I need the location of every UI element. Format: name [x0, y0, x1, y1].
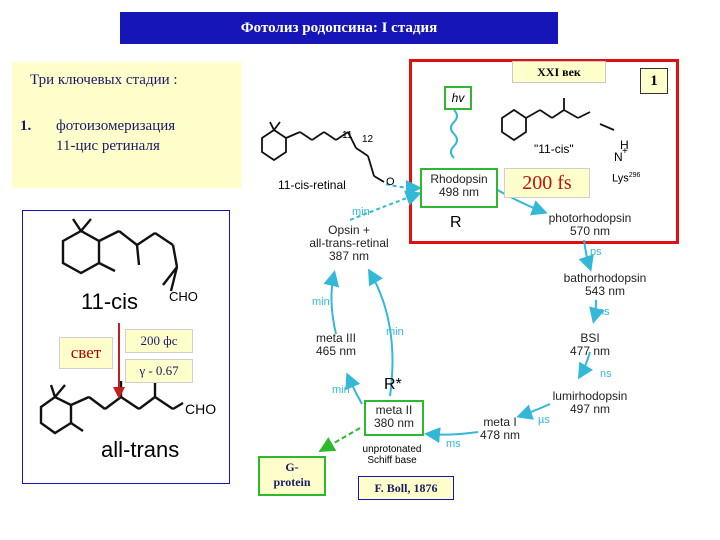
rhodopsin-name: Rhodopsin	[430, 172, 488, 186]
retinal-structure	[261, 121, 385, 183]
stages-heading: Три ключевых стадии :	[30, 72, 178, 88]
meta3-name: meta III	[315, 331, 356, 345]
timescale-min4: min	[332, 384, 350, 396]
opsin-wavelength: 387 nm	[328, 249, 370, 263]
g-protein-line1: G-	[285, 460, 299, 474]
timescale-min2: min	[312, 296, 330, 308]
stages-note: Три ключевых стадии : 1. фотоизомеризаци…	[12, 62, 242, 188]
isomerization-structures	[39, 218, 184, 435]
bsi-wavelength: 477 nm	[569, 344, 611, 358]
state-rstar-label: R*	[384, 376, 402, 393]
lysine-number: 296	[628, 172, 641, 179]
hydrogen-label: H	[620, 138, 629, 152]
century-badge: XXI век	[512, 61, 606, 83]
timescale-min1: min	[352, 206, 370, 218]
isomerization-panel: 11-cis CHO свет 200 фс γ - 0.67 CHO all-…	[22, 210, 230, 484]
lysine-label: Lys296	[612, 172, 640, 185]
modern-research-frame	[409, 59, 679, 244]
retinal-label: 11-cis-retinal	[278, 178, 346, 192]
state-r-label: R	[450, 214, 462, 231]
retinal-carbon-12: 12	[362, 134, 374, 145]
meta2-name: meta II	[375, 403, 413, 417]
schiff-line1: unprotonated	[362, 444, 422, 455]
photorhodopsin-name: photorhodopsin	[548, 211, 632, 225]
protonated-retinal-label: "11-cis"	[534, 142, 574, 156]
timescale-ns2: ns	[600, 368, 612, 380]
g-protein-box: G- protein	[258, 456, 326, 496]
stages-item-line2: 11-цис ретиналя	[56, 138, 160, 154]
label-alltrans: all-trans	[101, 437, 180, 462]
bathorhodopsin-wavelength: 543 nm	[584, 284, 626, 298]
light-quantum-box: hv	[444, 86, 472, 110]
stages-item-line1: фотоизомеризация	[56, 118, 176, 134]
time-label: 200 фс	[125, 329, 193, 353]
g-protein-line2: protein	[273, 475, 311, 489]
meta1-name: meta I	[483, 415, 517, 429]
opsin-line1: Opsin +	[328, 223, 370, 237]
lumirhodopsin-name: lumirhodopsin	[552, 389, 628, 403]
charge-plus-label: +	[622, 146, 628, 157]
timescale-min3: min	[386, 326, 404, 338]
retinal-carbon-11: 11	[342, 130, 353, 141]
opsin-line2: all-trans-retinal	[309, 236, 389, 250]
light-wave-icon	[450, 109, 458, 159]
timescale-ms: ms	[446, 438, 461, 450]
reaction-arrowhead	[113, 387, 125, 399]
rhodopsin-box: Rhodopsin 498 nm	[420, 168, 498, 208]
protonated-retinal-structure	[501, 98, 615, 142]
citation-box: F. Boll, 1876	[358, 476, 454, 500]
nitrogen-label: N	[614, 150, 623, 164]
meta2-wavelength: 380 nm	[373, 416, 415, 430]
lysine-name: Lys	[612, 172, 629, 185]
schiff-line2: Schiff base	[367, 455, 417, 466]
photocycle-arrows	[261, 98, 615, 453]
label-cho-top: CHO	[169, 289, 198, 304]
stages-item-number: 1.	[20, 118, 32, 134]
light-label: свет	[59, 337, 113, 369]
label-11cis: 11-cis	[81, 289, 139, 314]
label-cho-bottom: CHO	[185, 401, 217, 417]
timescale-ps: ps	[590, 246, 602, 258]
quantum-yield-label: γ - 0.67	[125, 359, 193, 383]
bsi-name: BSI	[580, 331, 600, 345]
timescale-us: µs	[538, 414, 550, 426]
photorhodopsin-wavelength: 570 nm	[569, 224, 611, 238]
meta1-wavelength: 478 nm	[479, 428, 521, 442]
lumirhodopsin-wavelength: 497 nm	[569, 402, 611, 416]
page-number: 1	[640, 68, 668, 94]
timescale-ns1: ns	[598, 306, 610, 318]
meta3-wavelength: 465 nm	[315, 344, 357, 358]
meta2-box: meta II 380 nm	[364, 400, 424, 436]
retinal-oxygen: O	[386, 176, 395, 188]
page-title: Фотолиз родопсина: I стадия	[120, 12, 558, 44]
bathorhodopsin-name: bathorhodopsin	[563, 271, 647, 285]
rhodopsin-wavelength: 498 nm	[438, 185, 480, 199]
femtosecond-label: 200 fs	[504, 168, 590, 198]
